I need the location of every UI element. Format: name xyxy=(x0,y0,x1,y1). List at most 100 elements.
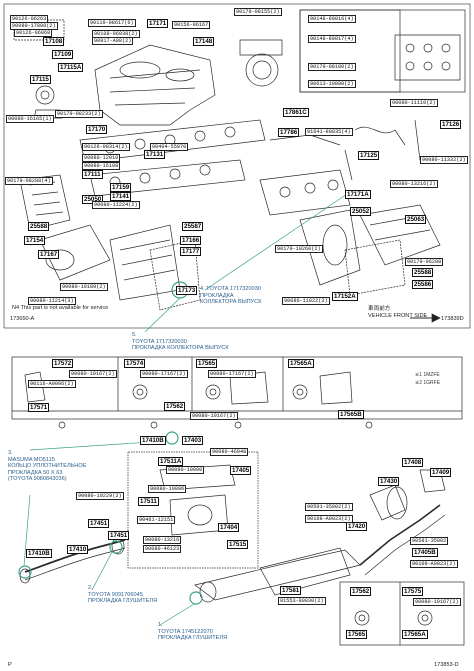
part-label: 90080-16108 xyxy=(82,162,121,170)
part-label: 90119-08617(6) xyxy=(88,19,136,27)
vehicle-front-side-label: 車両前方 VEHICLE FRONT SIDE xyxy=(368,306,428,319)
part-number: 17115 xyxy=(30,75,51,84)
part-label: 90126-06068 xyxy=(14,29,53,37)
part-number: 25063 xyxy=(405,215,427,224)
part-label: 90461-12151 xyxy=(137,516,176,524)
part-number: 17108 xyxy=(43,37,65,46)
part-label: 90501-35002(2) xyxy=(305,503,353,511)
part-number: 17115A xyxy=(58,63,84,72)
part-number: 17574 xyxy=(124,359,146,368)
part-label: 90116-A0006(2) xyxy=(28,380,76,388)
part-number: 17515 xyxy=(227,540,249,549)
part-number: 25052 xyxy=(350,207,372,216)
part-label: 90179-08233(2) xyxy=(55,110,103,118)
part-label: 90080-11224(2) xyxy=(92,201,140,209)
part-number: 17861C xyxy=(283,108,309,117)
part-label: 90613-10880(2) xyxy=(308,80,356,88)
part-label: 91553-80030(2) xyxy=(278,597,326,605)
n4-note: N4 This part is not available for servic… xyxy=(12,305,109,311)
part-number: 17410 xyxy=(67,545,89,554)
part-number: 17152A xyxy=(332,292,358,301)
part-number: 17109 xyxy=(52,50,74,59)
part-number: 25587 xyxy=(182,222,204,231)
engine-legend-1: ※1 1MZFE xyxy=(415,372,440,378)
part-label: 90080-10229(2) xyxy=(76,492,124,500)
part-number: 17565A xyxy=(288,359,314,368)
part-label: 90080-13216(2) xyxy=(390,180,438,188)
part-number: 17405 xyxy=(230,466,252,475)
part-number: 25588 xyxy=(412,268,434,277)
part-label: 90080-10096 xyxy=(148,485,187,493)
engine-legend-2: ※2 1GRFE xyxy=(415,380,441,386)
part-label: 90179-08155(2) xyxy=(234,8,282,16)
part-number: 17408 xyxy=(402,458,424,467)
page-marker: P xyxy=(8,662,12,668)
part-number: 17565 xyxy=(196,359,218,368)
part-number: 17111 xyxy=(82,170,103,179)
part-number: 17166 xyxy=(180,236,202,245)
part-label: 90148-80016(4) xyxy=(308,15,356,23)
part-number: 17420 xyxy=(346,522,368,531)
part-number: 17409 xyxy=(430,468,452,477)
part-label: 90080-10167(2) xyxy=(413,598,461,606)
part-number: 17171A xyxy=(345,190,371,199)
part-number: 17562 xyxy=(164,402,186,411)
part-number: 17141 xyxy=(110,192,132,201)
part-number: 25588 xyxy=(28,222,50,231)
part-label: 90080-17167(2) xyxy=(140,370,188,378)
part-number: 17451 xyxy=(88,519,110,528)
part-label: 90080-11022(3) xyxy=(282,297,330,305)
figure-code: 173650-A xyxy=(10,316,35,322)
part-number: 17404 xyxy=(218,523,240,532)
part-number: 17451 xyxy=(108,531,130,540)
part-number: 17177 xyxy=(180,247,202,256)
part-number: 17131 xyxy=(144,150,166,159)
part-label: 90080-12010 xyxy=(82,154,121,162)
part-label: 90917-A08(2) xyxy=(92,37,134,45)
part-number: 17173 xyxy=(176,286,198,295)
part-label: 90080-46048 xyxy=(210,448,249,456)
annotation-2: 2. TOYOTA 9091706045 ПРОКЛАДКА ГЛУШИТЕЛЯ xyxy=(88,585,158,605)
part-number: 17148 xyxy=(193,37,215,46)
part-number: 17403 xyxy=(182,436,204,445)
part-label: 90179-96288 xyxy=(405,258,444,266)
part-number: 17572 xyxy=(52,359,74,368)
part-label: 90080-46123 xyxy=(143,545,182,553)
figure-code-bottom: 173853-D xyxy=(434,662,459,668)
part-label: 90179-08180(2) xyxy=(308,63,356,71)
part-number: 17511 xyxy=(138,497,159,506)
part-number: 17410B xyxy=(26,549,52,558)
part-number: 25586 xyxy=(412,280,434,289)
part-number: 17562 xyxy=(350,587,372,596)
part-number: 17575 xyxy=(402,587,424,596)
part-label: 90080-13216 xyxy=(143,536,182,544)
part-number: 17511A xyxy=(158,457,184,466)
part-number: 17170 xyxy=(86,125,108,134)
part-number: 17565B xyxy=(338,410,364,419)
part-label: 90080-16165(1) xyxy=(6,115,54,123)
annotation-3: 3. MASUMA MO5115 КОЛЬЦО УПЛОТНИТЕЛЬНОЕ П… xyxy=(8,450,87,483)
part-label: 90080-11214(3) xyxy=(28,297,76,305)
vehicle-code: 173839D xyxy=(441,316,464,322)
part-label: 90108-A0023(2) xyxy=(305,515,353,523)
part-number: 17565A xyxy=(402,630,428,639)
part-number: 17126 xyxy=(440,120,462,129)
part-number: 17171 xyxy=(147,19,169,28)
part-label: 90404-55970 xyxy=(150,143,189,151)
part-label: 90126-08314(2) xyxy=(82,143,130,151)
part-label: 90148-80017(4) xyxy=(308,35,356,43)
part-label: 90080-10090 xyxy=(166,466,205,474)
part-label: 90080-11110(2) xyxy=(390,99,438,107)
part-label: 90080-10167(2) xyxy=(69,370,117,378)
annotation-4: 4. TOYOTA 1717320030 ПРОКЛАДКА КОЛЛЕКТОР… xyxy=(200,286,262,306)
part-number: 17159 xyxy=(110,183,132,192)
part-number: 17125 xyxy=(358,151,380,160)
part-label: 90156-06167 xyxy=(172,21,211,29)
annotation-1: 1. TOYOTA 1745122070 ПРОКЛАДКА ГЛУШИТЕЛЯ xyxy=(158,622,228,642)
part-number: 17167 xyxy=(38,250,60,259)
part-label: 90080-10167(2) xyxy=(190,412,238,420)
part-label: 90109-A0023(2) xyxy=(410,560,458,568)
part-label: 90080-10189(2) xyxy=(60,283,108,291)
part-number: 17571 xyxy=(28,403,50,412)
